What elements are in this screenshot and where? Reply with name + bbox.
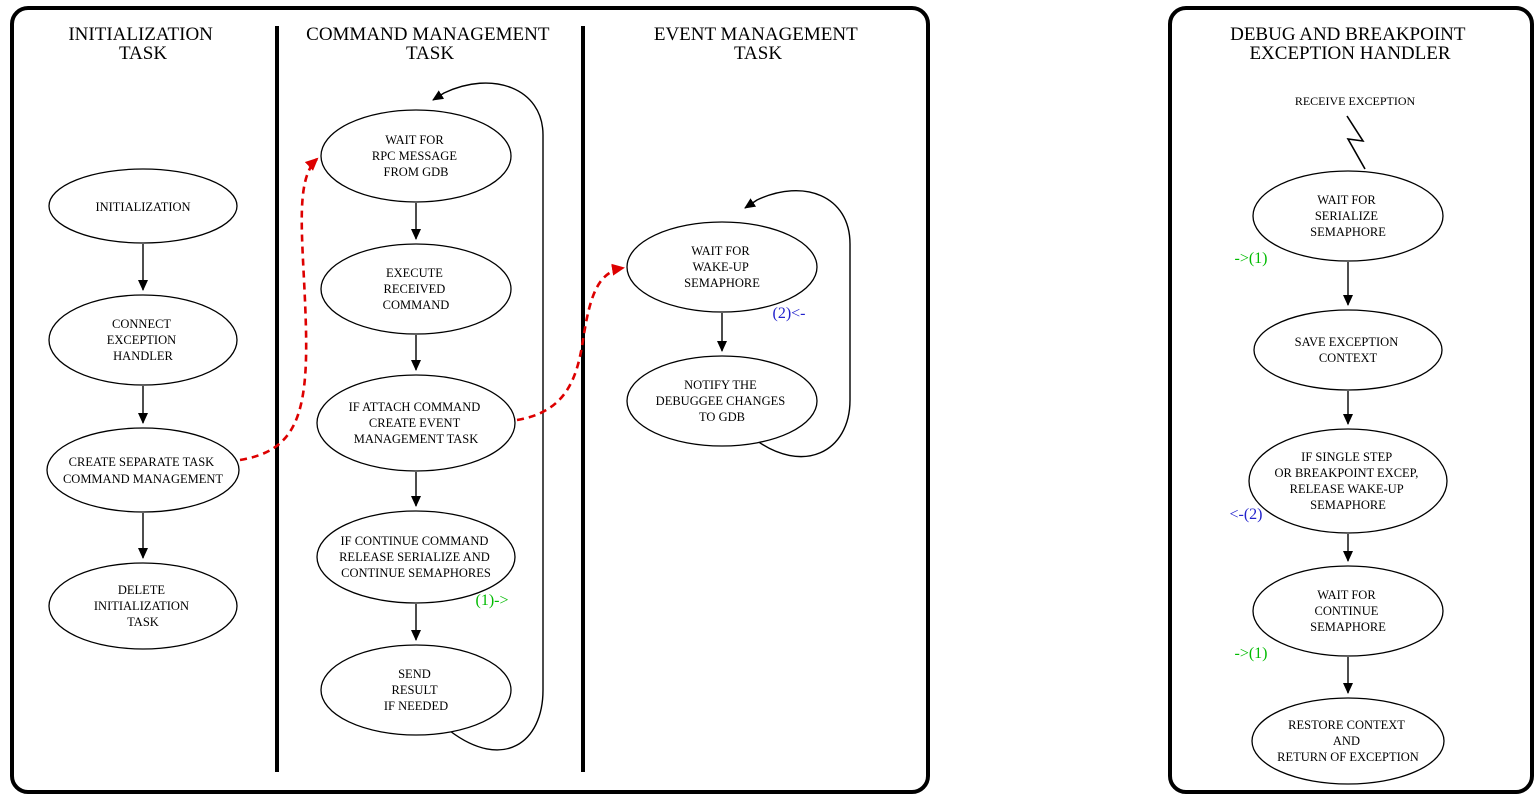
column-title-command-management: COMMAND MANAGEMENT TASK: [306, 24, 554, 64]
node-wait-rpc-message: [320, 109, 512, 203]
node-if-step-release-wakeup: [1248, 428, 1448, 534]
column-event-management-task: EVENT MANAGEMENT TASK WAIT FOR WAKE-UP S…: [626, 24, 862, 458]
semaphore-label-release-1: (1)->: [475, 592, 508, 609]
node-restore-context-return: [1251, 697, 1445, 785]
exception-handler-flow: DEBUG AND BREAKPOINT EXCEPTION HANDLER R…: [1229, 24, 1470, 785]
node-notify-debuggee-changes-label: NOTIFY THE DEBUGGEE CHANGES TO GDB: [656, 378, 789, 424]
node-if-step-release-wakeup-label: IF SINGLE STEP OR BREAKPOINT EXCEP, RELE…: [1274, 450, 1421, 512]
node-notify-debuggee-changes: [626, 355, 818, 447]
node-if-continue-release-semaphores: [316, 510, 516, 604]
node-if-attach-create-event-task-label: IF ATTACH COMMAND CREATE EVENT MANAGEMEN…: [349, 400, 484, 446]
node-save-exception-context: [1253, 309, 1443, 391]
node-create-command-management-task-label: CREATE SEPARATE TASK COMMAND MANAGEMENT: [63, 455, 223, 486]
node-connect-exception-handler-label: CONNECT EXCEPTION HANDLER: [107, 317, 180, 363]
node-execute-received-command-label: EXECUTE RECEIVED COMMAND: [383, 266, 450, 312]
loop-arrow-event-task: [744, 190, 851, 458]
node-restore-context-return-label: RESTORE CONTEXT AND RETURN OF EXCEPTION: [1277, 718, 1419, 764]
panel-exception-handler-border: [1168, 6, 1534, 794]
node-wait-continue-semaphore: [1252, 565, 1444, 657]
semaphore-label-take-2: (2)<-: [772, 305, 805, 322]
node-send-result: [320, 644, 512, 736]
semaphore-label-take-wakeup: <-(2): [1229, 506, 1262, 523]
column-command-management-task: COMMAND MANAGEMENT TASK WAIT FOR RPC MES…: [306, 24, 554, 751]
node-save-exception-context-label: SAVE EXCEPTION CONTEXT: [1295, 335, 1402, 365]
node-if-continue-release-semaphores-label: IF CONTINUE COMMAND RELEASE SERIALIZE AN…: [339, 534, 493, 580]
node-delete-initialization-task: [48, 562, 238, 650]
node-create-command-management-task: [46, 427, 240, 513]
receive-exception-label: RECEIVE EXCEPTION: [1295, 94, 1416, 108]
loop-arrow-command-task: [432, 82, 544, 751]
node-wait-serialize-semaphore: [1252, 170, 1444, 262]
node-initialization: [48, 168, 238, 244]
node-wait-continue-semaphore-label: WAIT FOR CONTINUE SEMAPHORE: [1310, 588, 1386, 634]
node-wait-rpc-message-label: WAIT FOR RPC MESSAGE FROM GDB: [372, 133, 460, 179]
panel-title-exception-handler: DEBUG AND BREAKPOINT EXCEPTION HANDLER: [1230, 24, 1470, 64]
semaphore-label-give-continue: ->(1): [1234, 645, 1267, 662]
node-wait-serialize-semaphore-label: WAIT FOR SERIALIZE SEMAPHORE: [1310, 193, 1386, 239]
column-title-event-management: EVENT MANAGEMENT TASK: [654, 24, 862, 64]
node-send-result-label: SEND RESULT IF NEEDED: [384, 667, 448, 713]
node-wait-wakeup-semaphore-label: WAIT FOR WAKE-UP SEMAPHORE: [684, 244, 760, 290]
node-wait-wakeup-semaphore: [626, 221, 818, 313]
node-connect-exception-handler: [48, 294, 238, 386]
node-delete-initialization-task-label: DELETE INITIALIZATION TASK: [94, 583, 192, 629]
task-creation-arrow-event-task: [516, 263, 625, 422]
node-initialization-label: INITIALIZATION: [95, 200, 190, 214]
task-creation-arrow-command-task: [239, 157, 319, 462]
semaphore-label-give-serialize: ->(1): [1234, 250, 1267, 267]
column-initialization-task: INITIALIZATION TASK INITIALIZATION CONNE…: [46, 24, 240, 650]
column-title-initialization: INITIALIZATION TASK: [68, 24, 217, 64]
node-execute-received-command: [320, 243, 512, 335]
exception-lightning-icon: [1346, 115, 1366, 170]
node-if-attach-create-event-task: [316, 374, 516, 472]
